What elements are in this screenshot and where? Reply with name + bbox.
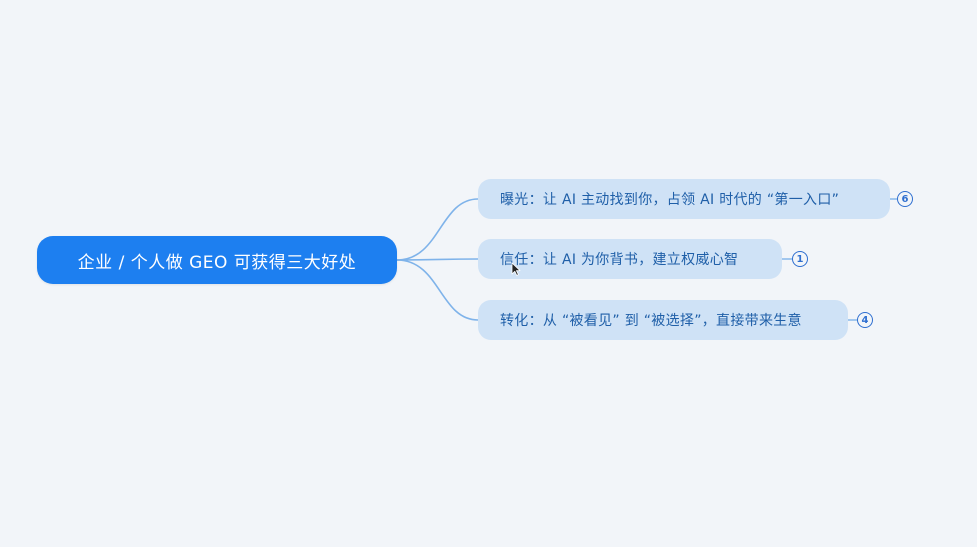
root-topic-label: 企业 / 个人做 GEO 可获得三大好处 [77, 252, 357, 273]
subtopic-label: 信任：让 AI 为你背书，建立权威心智 [500, 252, 739, 268]
subtopic-count-badge[interactable]: 6 [897, 191, 913, 207]
mouse-pointer-icon [511, 262, 521, 276]
subtopic-label: 曝光：让 AI 主动找到你，占领 AI 时代的 “第一入口” [500, 192, 840, 208]
subtopic-node-exposure[interactable]: 曝光：让 AI 主动找到你，占领 AI 时代的 “第一入口” [478, 179, 890, 219]
connector-1 [396, 258, 479, 261]
subtopic-count-badge[interactable]: 4 [857, 312, 873, 328]
connector-2 [396, 259, 479, 321]
subtopic-node-trust[interactable]: 信任：让 AI 为你背书，建立权威心智 [478, 239, 782, 279]
subtopic-count-badge[interactable]: 1 [792, 251, 808, 267]
root-topic-node[interactable]: 企业 / 个人做 GEO 可获得三大好处 [37, 236, 397, 284]
connector-0 [396, 198, 479, 261]
subtopic-node-conversion[interactable]: 转化：从 “被看见” 到 “被选择”，直接带来生意 [478, 300, 848, 340]
subtopic-label: 转化：从 “被看见” 到 “被选择”，直接带来生意 [500, 313, 802, 329]
